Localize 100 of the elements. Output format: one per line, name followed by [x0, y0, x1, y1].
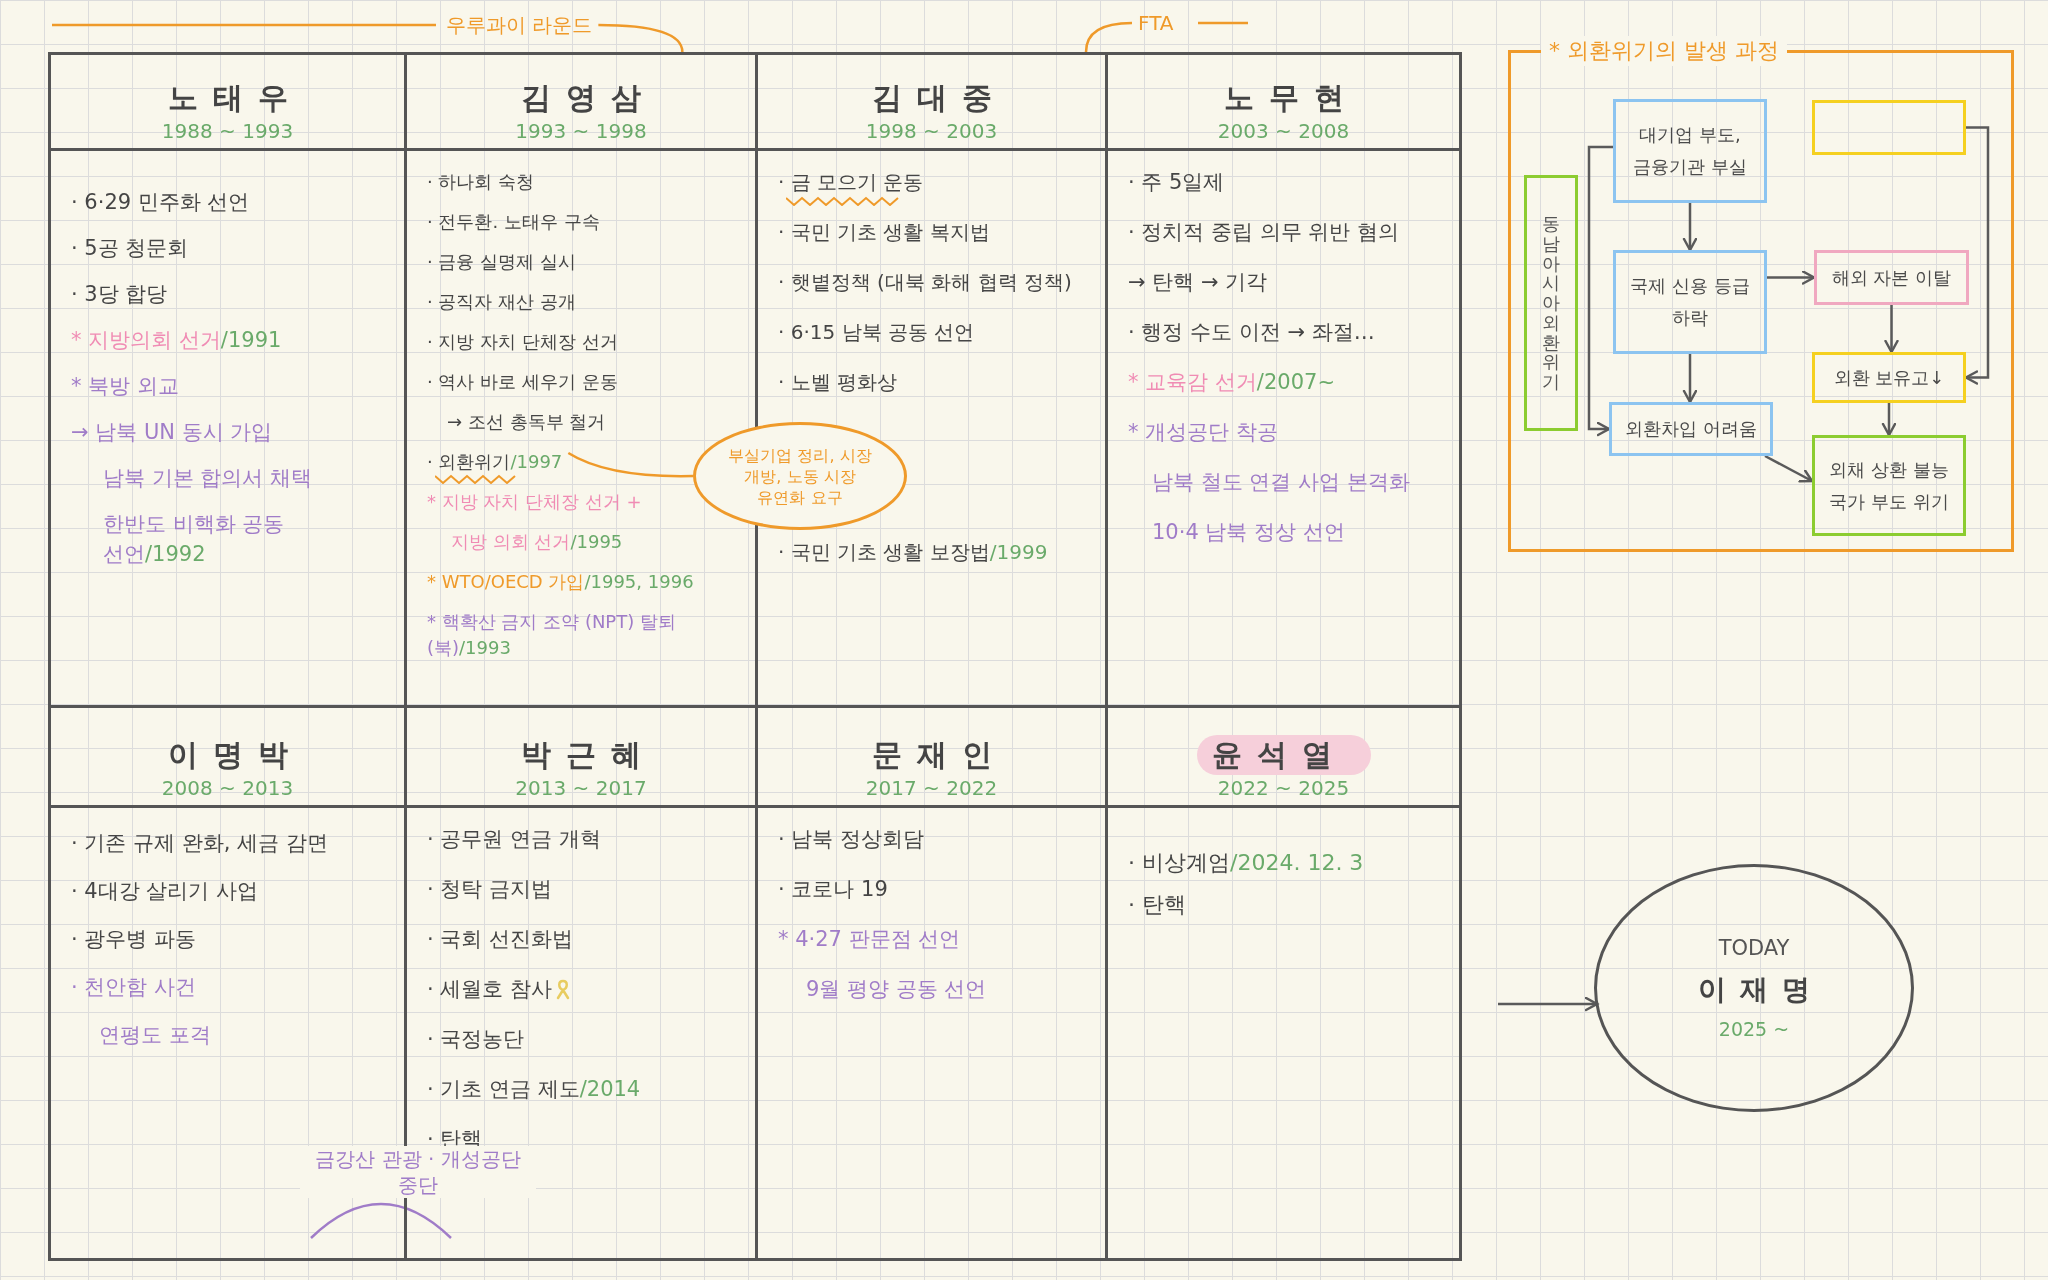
flow-box [1609, 402, 1773, 456]
note-text: · 금 모으기 운동 [778, 169, 924, 196]
arrow [1682, 354, 1698, 404]
note-text: · 국정농단 [427, 1026, 525, 1053]
president-cell [1105, 52, 1462, 708]
arrow [1764, 454, 1814, 483]
note-text: 한반도 비핵화 공동 선언/1992 [103, 511, 286, 568]
note-text: * 4·27 판문점 선언 [778, 926, 961, 953]
note-text: · 기존 규제 완화, 세금 감면 [71, 830, 328, 857]
note-text: * 지방 자치 단체장 선거 + [427, 490, 642, 514]
arrow [1884, 305, 1899, 354]
note-text: · 기초 연금 제도/2014 [427, 1076, 641, 1103]
note-text: * 지방의회 선거/1991 [71, 327, 282, 354]
president-cell [48, 52, 407, 708]
note-text: · 6·15 남북 공동 선언 [778, 319, 975, 346]
note-text: · 남북 정상회담 [778, 826, 925, 853]
president-name: 김영삼 [520, 79, 656, 117]
note-text: · 광우병 파동 [71, 926, 197, 953]
note-text: * WTO/OECD 가입/1995, 1996 [427, 570, 694, 594]
today-text: TODAY [1718, 935, 1790, 962]
flow-box [1812, 435, 1966, 536]
term-years: 2022 ~ 2025 [1217, 775, 1350, 801]
term-years: 2017 ~ 2022 [865, 775, 998, 801]
flow-box [1613, 99, 1767, 203]
president-name: 이명박 [166, 736, 303, 774]
term-years: 2013 ~ 2017 [515, 775, 647, 801]
term-years: 2003 ~ 2008 [1217, 118, 1350, 144]
flow-box [1812, 352, 1966, 403]
empty-box [1812, 100, 1966, 155]
arrow [1682, 203, 1698, 252]
flow-box [1814, 250, 1969, 305]
note-text: · 노벨 평화상 [778, 369, 898, 396]
note-text: · 코로나 19 [778, 876, 888, 903]
note-text: 연평도 포격 [99, 1022, 211, 1049]
leader-line [567, 451, 693, 478]
note-text: → 탄핵 → 기각 [1128, 269, 1268, 296]
note-text: → 남북 UN 동시 가입 [71, 419, 273, 446]
callout-text: 부실기업 정리, 시장 개방, 노동 시장 유연화 요구 [727, 444, 873, 508]
arrow [1881, 403, 1897, 437]
note-text: · 3당 합당 [71, 281, 168, 308]
note-text: · 공무원 연금 개혁 [427, 826, 601, 853]
note-text: · 천안함 사건 [71, 974, 197, 1001]
note-text: · 국민 기초 생활 복지법 [778, 219, 990, 246]
note-text: · 6·29 민주화 선언 [71, 189, 250, 216]
panel-title: * 외환위기의 발생 과정 [1541, 36, 1787, 66]
box-text: 외환 보유고↓ [1833, 365, 1945, 390]
president-name: 노무현 [1222, 79, 1359, 117]
note-text: * 개성공단 착공 [1128, 419, 1278, 446]
box-text: 외채 상환 불능 국가 부도 위기 [1828, 457, 1950, 514]
box-text: 국제 신용 등급 하락 [1629, 274, 1751, 330]
note-text: · 행정 수도 이전 → 좌절… [1128, 319, 1375, 346]
note-text: 금강산 관광 · 개성공단 중단 [300, 1146, 536, 1198]
note-text: · 햇볕정책 (대북 화해 협력 정책) [778, 269, 1072, 296]
arrow [1767, 270, 1816, 285]
note-text: · 주 5일제 [1128, 169, 1225, 196]
note-text: 9월 평양 공동 선언 [806, 976, 987, 1003]
note-text: · 4대강 살리기 사업 [71, 878, 259, 905]
president-name: 김대중 [870, 79, 1007, 117]
note-text: * 북방 외교 [71, 373, 179, 400]
president-name: 박근혜 [520, 736, 656, 774]
annotation-text: 우루과이 라운드 [446, 10, 593, 40]
president-name: 윤석열 [1196, 735, 1371, 775]
leader-line [1084, 21, 1133, 53]
note-text: · 공직자 재산 공개 [427, 290, 576, 314]
flow-box [1613, 250, 1767, 354]
note-text: 10·4 남북 정상 선언 [1152, 519, 1345, 546]
note-text: * 교육감 선거/2007~ [1128, 369, 1335, 396]
box-text: 대기업 부도, 금융기관 부실 [1632, 123, 1748, 179]
note-text: · 비상계엄/2024. 12. 3 [1128, 849, 1364, 877]
note-text: · 외환위기/1997 [427, 450, 563, 474]
term-years: 1993 ~ 1998 [515, 118, 647, 144]
note-text: · 전두환. 노태우 구속 [427, 210, 600, 234]
note-text: · 청탁 금지법 [427, 876, 553, 903]
note-text: 지방 의회 선거/1995 [451, 530, 623, 554]
president-cell [1105, 705, 1462, 1261]
vertical-text: 동남아시아 외환 위기 [1542, 213, 1560, 393]
note-text: · 금융 실명제 실시 [427, 250, 576, 274]
leader-line [598, 23, 684, 53]
note-text: · 5공 청문회 [71, 235, 189, 262]
term-years: 2008 ~ 2013 [161, 775, 294, 801]
note-text: · 역사 바로 세우기 운동 [427, 370, 618, 394]
today-ellipse [1594, 864, 1914, 1112]
vertical-box [1524, 175, 1578, 431]
note-text: · 세월호 참사 [427, 976, 553, 1003]
note-text: → 조선 총독부 철거 [447, 410, 606, 434]
annotation-text: FTA [1138, 8, 1174, 38]
note-text: 남북 기본 합의서 채택 [103, 465, 313, 492]
box-text: 외환차입 어려움 [1625, 417, 1757, 441]
note-text: · 하나회 숙청 [427, 170, 535, 194]
box-text: 해외 자본 이탈 [1831, 265, 1952, 290]
note-text: · 국민 기초 생활 보장법/1999 [778, 539, 1048, 566]
term-years: 1988 ~ 1993 [161, 118, 294, 144]
term-years: 2025 ~ [1718, 1016, 1790, 1042]
note-text: · 국회 선진화법 [427, 926, 574, 953]
note-text: · 지방 자치 단체장 선거 [427, 330, 618, 354]
note-text: 남북 철도 연결 사업 본격화 [1152, 469, 1410, 496]
note-text: · 정치적 중립 의무 위반 혐의 [1128, 219, 1400, 246]
president-name: 이재명 [1697, 971, 1824, 1008]
arrow [1964, 126, 1990, 385]
term-years: 1998 ~ 2003 [865, 118, 998, 144]
